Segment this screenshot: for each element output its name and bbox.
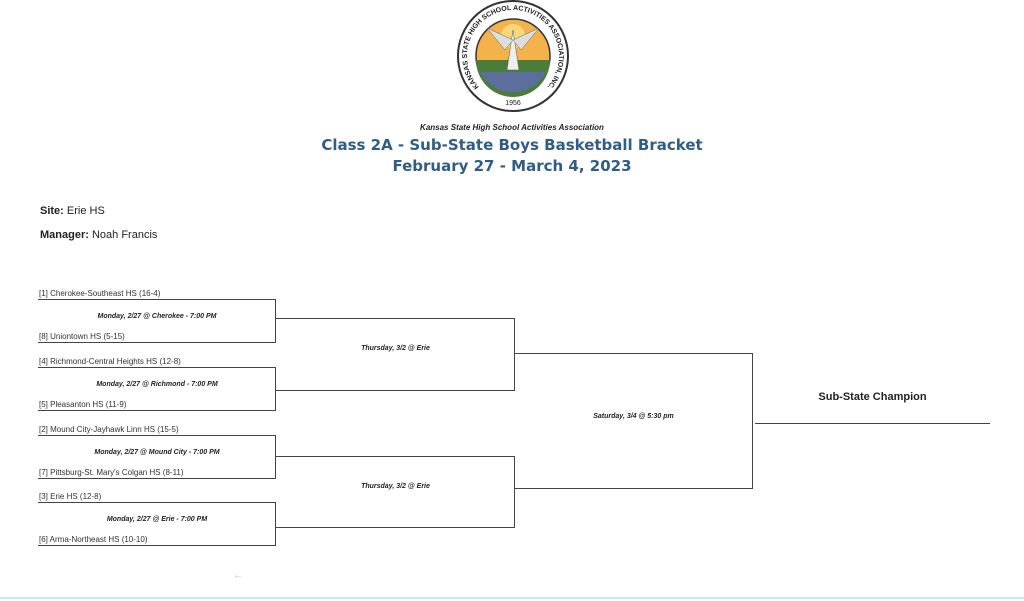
team-top: [4] Richmond-Central Heights HS (12-8) bbox=[39, 357, 181, 366]
bracket-line bbox=[38, 478, 276, 479]
team-bottom: [6] Arma-Northeast HS (10-10) bbox=[39, 535, 148, 544]
bracket-line bbox=[276, 318, 514, 319]
bracket-line bbox=[276, 456, 514, 457]
champion-line bbox=[755, 423, 990, 424]
bracket-line bbox=[38, 410, 276, 411]
manager-info: Manager: Noah Francis bbox=[40, 229, 158, 241]
bracket-line bbox=[38, 299, 276, 300]
bracket-line bbox=[514, 488, 752, 489]
team-bottom: [7] Pittsburg-St. Mary's Colgan HS (8-11… bbox=[39, 468, 184, 477]
site-info: Site: Erie HS bbox=[40, 205, 105, 217]
game-info: Monday, 2/27 @ Richmond - 7:00 PM bbox=[96, 381, 218, 388]
date-range: February 27 - March 4, 2023 bbox=[392, 157, 632, 175]
bracket-line bbox=[275, 502, 276, 546]
logo-year: 1956 bbox=[505, 100, 521, 107]
team-top: [2] Mound City-Jayhawk Linn HS (15-5) bbox=[39, 425, 179, 434]
bracket-line bbox=[514, 353, 752, 354]
team-top: [1] Cherokee-Southeast HS (16-4) bbox=[39, 289, 161, 298]
bracket-line bbox=[275, 299, 276, 343]
game-info: Monday, 2/27 @ Cherokee - 7:00 PM bbox=[97, 313, 217, 320]
champion-label: Sub-State Champion bbox=[818, 391, 927, 403]
bracket-line bbox=[752, 353, 753, 489]
bracket-line bbox=[38, 367, 276, 368]
final-label: Saturday, 3/4 @ 5:30 pm bbox=[593, 413, 674, 420]
footer-divider bbox=[0, 597, 1024, 599]
bracket-line bbox=[275, 367, 276, 411]
bracket-line bbox=[514, 318, 515, 391]
page-title: Class 2A - Sub-State Boys Basketball Bra… bbox=[321, 136, 703, 154]
khsaa-logo: KANSAS STATE HIGH SCHOOL ACTIVITIES ASSO… bbox=[457, 0, 569, 112]
bracket-line bbox=[38, 502, 276, 503]
bracket-line bbox=[514, 456, 515, 528]
org-name: Kansas State High School Activities Asso… bbox=[420, 123, 604, 132]
bracket-line bbox=[276, 527, 514, 528]
back-arrow-icon: ← bbox=[233, 570, 243, 581]
team-bottom: [8] Uniontown HS (5-15) bbox=[39, 332, 125, 341]
bracket-line bbox=[276, 390, 514, 391]
game-info: Monday, 2/27 @ Mound City - 7:00 PM bbox=[94, 449, 220, 456]
team-bottom: [5] Pleasanton HS (11-9) bbox=[39, 400, 127, 409]
bracket-line bbox=[38, 545, 276, 546]
team-top: [3] Erie HS (12-8) bbox=[39, 492, 102, 501]
bracket-line bbox=[38, 342, 276, 343]
semifinal-1-label: Thursday, 3/2 @ Erie bbox=[361, 345, 430, 352]
bracket-line bbox=[38, 435, 276, 436]
bracket-line bbox=[275, 435, 276, 479]
semifinal-2-label: Thursday, 3/2 @ Erie bbox=[361, 483, 430, 490]
game-info: Monday, 2/27 @ Erie - 7:00 PM bbox=[106, 516, 208, 523]
